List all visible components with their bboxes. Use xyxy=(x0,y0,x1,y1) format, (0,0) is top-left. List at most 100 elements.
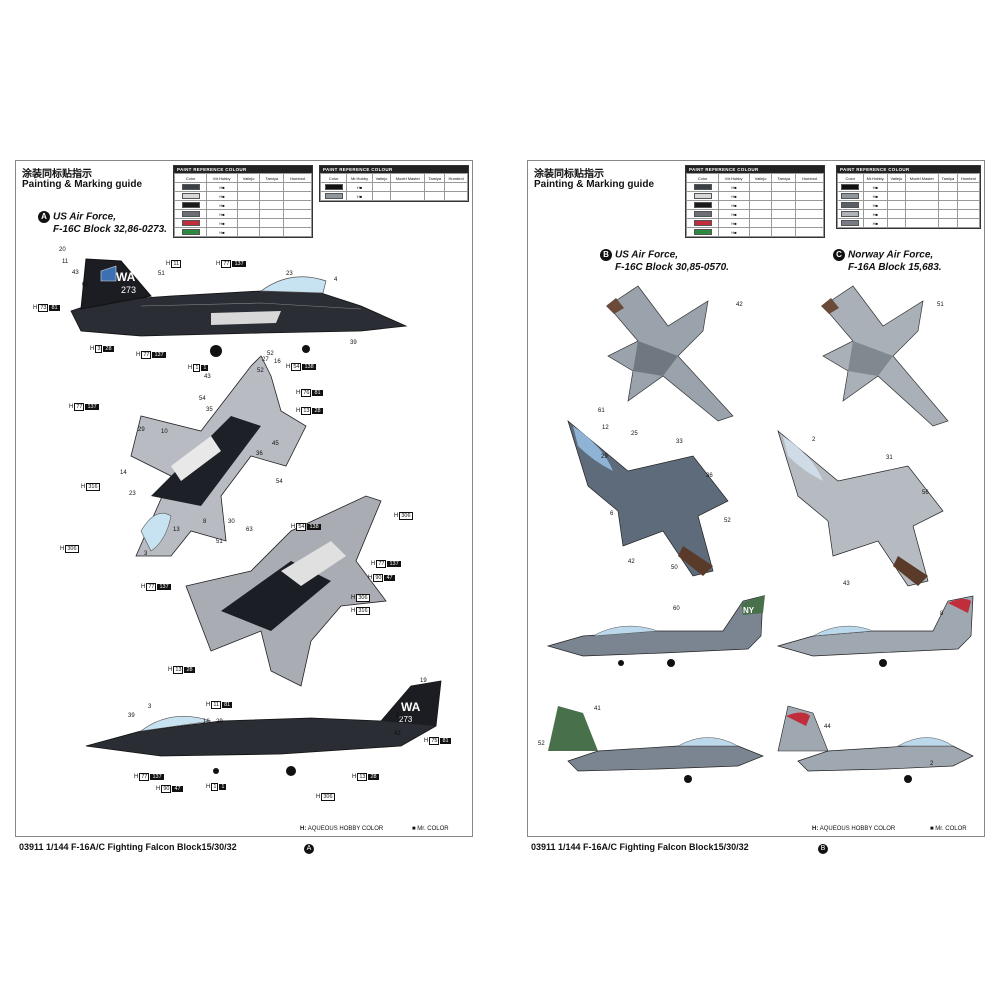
part-number: 8 xyxy=(203,519,207,525)
part-number: 60 xyxy=(673,606,680,612)
page-marker-b: B xyxy=(818,844,828,854)
color-swatch xyxy=(693,210,712,217)
part-number: 42 xyxy=(628,559,635,565)
footer-brand-mr: ■ Mr. COLOR xyxy=(930,826,967,832)
color-swatch xyxy=(841,210,860,217)
color-swatch xyxy=(181,192,200,199)
color-swatch xyxy=(181,228,200,235)
part-number: 29 xyxy=(138,427,145,433)
aircraft-a-side-top: WA 273 xyxy=(70,258,408,357)
part-number: 3 xyxy=(148,704,152,710)
part-number: 4 xyxy=(334,277,338,283)
aircraft-b-top-view xyxy=(606,285,734,422)
header-title-en: Painting & Marking guide xyxy=(534,179,655,190)
part-number: 12 xyxy=(602,425,609,431)
color-swatch xyxy=(841,219,860,226)
aircraft-a-top-view xyxy=(130,355,307,557)
aircraft-c-bottom-view xyxy=(777,429,944,587)
tail-serial-2: 273 xyxy=(399,715,413,724)
scheme-b-badge: B xyxy=(600,249,612,261)
color-swatch xyxy=(841,192,860,199)
scheme-c-line2: F-16A Block 15,683. xyxy=(848,261,942,273)
part-number: 63 xyxy=(246,527,253,533)
part-number: 3 xyxy=(144,551,148,557)
part-number: 27 xyxy=(262,357,269,363)
part-number: 33 xyxy=(676,439,683,445)
part-number: 44 xyxy=(824,724,831,730)
header-title-cn: 涂装同标贴指示 xyxy=(22,169,92,180)
part-number: 52 xyxy=(257,368,264,374)
product-caption-a: 03911 1/144 F-16A/C Fighting Falcon Bloc… xyxy=(19,842,237,852)
part-number: 14 xyxy=(120,470,127,476)
aircraft-c-top-view xyxy=(821,285,949,427)
color-swatch xyxy=(181,201,200,208)
part-number: 10 xyxy=(161,429,168,435)
aircraft-c-side-view-1 xyxy=(776,595,974,667)
col-header: Vallejo xyxy=(236,173,261,183)
part-number: 29 xyxy=(601,454,608,460)
col-header: Tamiya xyxy=(259,173,285,183)
col-header: Model Master xyxy=(390,173,426,183)
aircraft-c-side-view-2 xyxy=(777,705,974,783)
part-number: 36 xyxy=(256,451,263,457)
tail-code-wa: WA xyxy=(116,270,136,284)
part-number: 50 xyxy=(671,565,678,571)
scheme-a-line1: US Air Force, xyxy=(53,211,116,223)
tail-serial: 273 xyxy=(121,285,136,295)
part-number: 41 xyxy=(594,706,601,712)
col-header: Mr.Hobby xyxy=(346,173,373,183)
part-number: 51 xyxy=(216,539,223,545)
part-number: 2 xyxy=(812,437,816,443)
footer-brand-aqueous: H: AQUEOUS HOBBY COLOR xyxy=(300,826,384,832)
part-number: 11 xyxy=(62,259,69,265)
color-swatch xyxy=(841,183,860,190)
part-number: 25 xyxy=(631,431,638,437)
scheme-b-line1: US Air Force, xyxy=(615,249,678,261)
part-number: 23 xyxy=(286,271,293,277)
part-number: 13 xyxy=(173,527,180,533)
scheme-a-badge: A xyxy=(38,211,50,223)
part-number: 45 xyxy=(272,441,279,447)
part-number: 39 xyxy=(128,713,135,719)
part-number: 19 xyxy=(420,678,427,684)
part-number: 30 xyxy=(228,519,235,525)
part-number: 29 xyxy=(216,719,223,725)
color-swatch xyxy=(693,219,712,226)
part-number: 31 xyxy=(886,455,893,461)
aircraft-a-side-bottom: WA 273 xyxy=(85,680,442,776)
part-number: 16 xyxy=(203,719,210,725)
part-number: 6 xyxy=(610,511,614,517)
part-number: 43 xyxy=(843,581,850,587)
part-number: 43 xyxy=(394,731,401,737)
page-marker-a: A xyxy=(304,844,314,854)
scheme-a-line2: F-16C Block 32,86-0273. xyxy=(53,223,167,235)
part-number: 23 xyxy=(129,491,136,497)
part-number: 43 xyxy=(72,270,79,276)
part-number: 20 xyxy=(59,247,66,253)
aircraft-b-side-view-2 xyxy=(548,706,764,783)
part-number: 36 xyxy=(706,473,713,479)
footer-brand-mr: ■ Mr. COLOR xyxy=(412,826,449,832)
color-swatch xyxy=(841,201,860,208)
